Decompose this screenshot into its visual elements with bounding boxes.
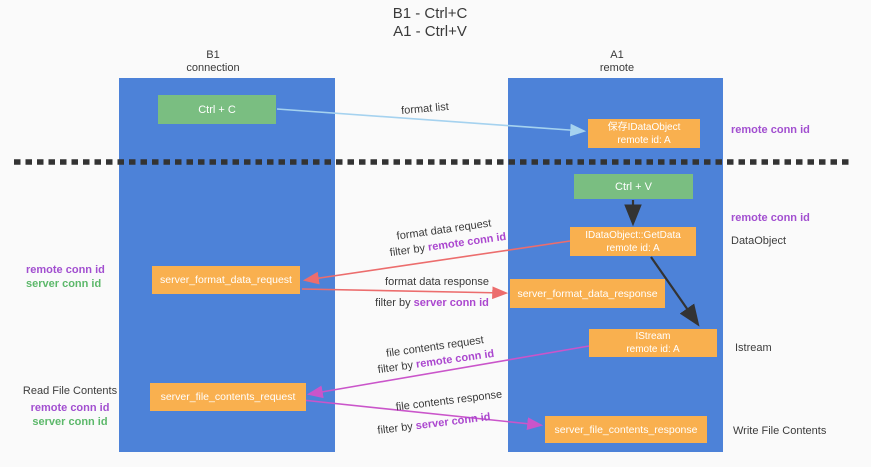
edge-label-file-response-filter: filter by server conn id: [377, 411, 491, 437]
column-header-b1: B1 connection: [148, 49, 278, 75]
node-istream-line2: remote id: A: [626, 344, 680, 355]
node-idataobject-getdata-line2: remote id: A: [606, 242, 660, 254]
right-label-write-file-contents: Write File Contents: [733, 425, 827, 437]
filter-key-server-conn-id: server conn id: [413, 297, 489, 309]
node-ctrl-c-label: Ctrl + C: [198, 103, 236, 116]
node-server-format-data-request: server_format_data_request: [152, 266, 300, 294]
left-label-read-file-contents-group: Read File Contents remote conn id server…: [18, 384, 122, 429]
left-label-remote-conn-id-file: remote conn id: [30, 402, 110, 414]
node-idataobject-getdata-line1: IDataObject::GetData: [585, 229, 681, 241]
node-ctrl-c: Ctrl + C: [158, 95, 276, 124]
filter-by-text: filter by: [389, 241, 429, 260]
node-istream: IStream remote id: A: [589, 329, 717, 357]
node-save-idataobject-line2: remote id: A: [617, 134, 671, 146]
node-server-file-contents-request: server_file_contents_request: [150, 383, 306, 411]
column-b1-title: B1: [206, 49, 220, 61]
node-server-file-contents-response: server_file_contents_response: [545, 416, 707, 443]
server-format-data-response-label: server_format_data_response: [517, 287, 658, 300]
right-label-remote-conn-id-mid: remote conn id: [731, 212, 810, 224]
column-a1-subtitle: remote: [599, 62, 635, 74]
node-ctrl-v-label: Ctrl + V: [615, 180, 652, 193]
left-label-read-file-contents: Read File Contents: [22, 385, 118, 397]
node-server-format-data-response: server_format_data_response: [510, 279, 665, 308]
diagram-title: B1 - Ctrl+C A1 - Ctrl+V: [330, 5, 530, 41]
right-label-remote-conn-id-top: remote conn id: [731, 124, 810, 136]
node-idataobject-getdata: IDataObject::GetData remote id: A: [570, 227, 696, 256]
filter-key-server-conn-id: server conn id: [415, 411, 492, 433]
filter-by-text: filter by: [377, 358, 417, 377]
left-label-remote-conn-id-format: remote conn id: [26, 264, 105, 276]
right-label-istream: Istream: [735, 342, 772, 354]
right-label-dataobject: DataObject: [731, 235, 787, 247]
column-header-a1: A1 remote: [552, 49, 682, 75]
left-label-server-conn-id-format: server conn id: [26, 278, 102, 290]
server-file-contents-response-label: server_file_contents_response: [554, 423, 698, 436]
server-file-contents-request-label: server_file_contents_request: [160, 391, 296, 403]
edge-label-format-list: format list: [400, 100, 450, 118]
edge-label-file-contents-response: file contents response: [395, 388, 503, 414]
node-save-idataobject: 保存IDataObject remote id: A: [588, 119, 700, 148]
node-save-idataobject-line1: 保存IDataObject: [607, 121, 681, 133]
edge-label-format-data-response: format data response: [385, 276, 489, 288]
column-a1-title: A1: [610, 49, 624, 61]
left-label-server-conn-id-file: server conn id: [32, 416, 108, 428]
server-format-data-request-label: server_format_data_request: [160, 274, 292, 286]
title-line-1: B1 - Ctrl+C: [392, 5, 468, 22]
filter-by-text: filter by: [376, 420, 417, 437]
filter-by-text: filter by: [375, 297, 414, 309]
node-istream-line1: IStream: [635, 331, 671, 342]
column-b1-subtitle: connection: [186, 62, 240, 74]
edge-label-format-response-filter: filter by server conn id: [375, 297, 489, 309]
node-ctrl-v: Ctrl + V: [574, 174, 693, 199]
title-line-2: A1 - Ctrl+V: [393, 23, 467, 40]
